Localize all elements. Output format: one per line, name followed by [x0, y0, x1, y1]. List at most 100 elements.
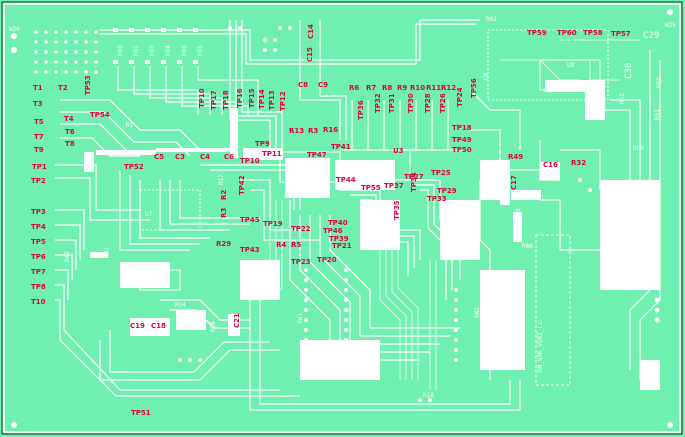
- silk-label: R45: [515, 208, 522, 219]
- ref-designator-label: TP12: [279, 91, 287, 111]
- ref-designator-label: TP18: [452, 124, 472, 132]
- via-grid-top-left: [11, 9, 673, 428]
- ref-designator-label: TP43: [240, 246, 260, 254]
- silk-label: U5: [156, 274, 164, 281]
- ref-designator-label: TP13: [268, 90, 276, 110]
- ref-designator-label: TP37: [384, 182, 404, 190]
- silk-label: W26: [9, 26, 20, 33]
- ref-designator-label: TP11: [262, 150, 282, 158]
- silk-label: R36: [210, 321, 217, 332]
- silk-label: R46: [522, 243, 533, 250]
- ref-designator-label: TP39: [329, 235, 349, 243]
- ref-designator-label: TP32: [374, 93, 382, 113]
- ref-designator-label: C18: [151, 322, 166, 330]
- switch-pads: [304, 268, 498, 362]
- silk-label: R42: [64, 251, 71, 262]
- ref-designator-label: C14: [307, 24, 315, 39]
- silk-label: R60: [117, 45, 124, 56]
- copper-pours: [84, 80, 660, 390]
- ref-designator-label: R29: [216, 240, 232, 248]
- ref-designator-label: R12: [441, 84, 457, 92]
- ref-designator-label: TP19: [263, 220, 283, 228]
- ref-designator-label: TP3: [31, 208, 46, 216]
- silk-label: R17: [218, 174, 225, 185]
- silk-label: C30: [624, 62, 634, 79]
- ref-designator-label: C19: [130, 322, 145, 330]
- ref-designator-label: TP26: [439, 93, 447, 113]
- ref-designator-label: TP8: [31, 283, 46, 291]
- ref-designator-label: TP10: [240, 157, 260, 165]
- silk-label: R1: [645, 380, 653, 387]
- ref-designator-label: TP60: [557, 29, 577, 37]
- ref-designator-label: TP49: [452, 136, 472, 144]
- ref-designator-label: TP36: [357, 100, 365, 120]
- ref-designator-label: R6: [349, 84, 360, 92]
- ref-designator-label: T7: [34, 133, 44, 141]
- ref-designator-label: T3: [33, 100, 43, 108]
- vias: [178, 26, 592, 402]
- ref-designator-label: TP31: [388, 93, 396, 113]
- ref-designator-label: TP2: [31, 177, 46, 185]
- ref-designator-label: TP29: [437, 187, 457, 195]
- ref-designator-label: R11: [426, 84, 442, 92]
- silk-label: R41: [104, 247, 111, 258]
- silk-label: SW1: [297, 313, 304, 324]
- ref-designator-label: TP51: [131, 409, 151, 417]
- ref-designator-label: TP27: [404, 173, 424, 181]
- silk-label: R63: [149, 45, 156, 56]
- silk-label: C29: [643, 31, 660, 41]
- silk-label: R51: [654, 109, 661, 120]
- ref-designator-label: R16: [323, 126, 339, 134]
- ref-designator-label: C3: [175, 153, 186, 161]
- ref-designator-label: TP16: [236, 88, 244, 108]
- silk-label: R34: [175, 302, 186, 309]
- silk-label: R1: [126, 122, 134, 129]
- ref-designator-label: R3: [308, 127, 319, 135]
- ref-designator-label: TP30: [407, 93, 415, 113]
- ref-designator-label: TP44: [336, 176, 356, 184]
- ic-footprints: [139, 29, 609, 386]
- ref-designator-label: TP24: [456, 87, 464, 107]
- ref-designator-label: TP56: [470, 78, 478, 98]
- ref-designator-label: TP28: [424, 93, 432, 113]
- ground-ring: [3, 3, 681, 433]
- ref-designator-label: T1: [33, 84, 43, 92]
- ref-designator-label: TP42: [238, 175, 246, 195]
- ref-designator-label: T6: [65, 128, 75, 136]
- ref-designator-label: T9: [34, 146, 44, 154]
- ref-designator-label: R8: [382, 84, 393, 92]
- ref-designator-label: R4: [276, 241, 287, 249]
- silk-label: RM_SXK_VERZ_L1: [537, 321, 544, 372]
- silk-label: W25: [665, 22, 676, 29]
- ref-designator-label: TP50: [452, 146, 472, 154]
- ref-designator-label: TP22: [291, 225, 311, 233]
- ref-designator-label: C17: [510, 175, 518, 190]
- ref-designator-label: TP18: [222, 90, 230, 110]
- ref-designator-label: C9: [318, 81, 329, 89]
- silk-label: TX1: [466, 227, 477, 234]
- silk-label: R65: [197, 45, 204, 56]
- ref-designator-label: R13: [289, 127, 305, 135]
- ref-designator-label: T4: [64, 115, 74, 123]
- ref-designator-label: C4: [200, 153, 211, 161]
- ref-designator-label: TP17: [210, 90, 218, 110]
- ref-designator-label: TP40: [328, 219, 348, 227]
- ref-designator-label: R9: [397, 84, 408, 92]
- ref-designator-label: TP25: [431, 169, 451, 177]
- ref-designator-label: TP1: [32, 163, 47, 171]
- ref-designator-label: TP58: [583, 29, 603, 37]
- ref-designator-label: U3: [393, 147, 404, 155]
- silk-label: R50: [633, 145, 644, 152]
- ref-designator-label: T2: [58, 84, 68, 92]
- ref-designator-label: TP20: [317, 256, 337, 264]
- silk-label: R52: [619, 93, 626, 104]
- ref-designator-label: TP23: [291, 258, 311, 266]
- silk-label: R64: [165, 45, 172, 56]
- ref-designator-label: TP45: [240, 216, 260, 224]
- ref-designator-label: TP5: [31, 238, 46, 246]
- silk-label: U8: [483, 72, 490, 80]
- ref-designator-label: R10: [410, 84, 426, 92]
